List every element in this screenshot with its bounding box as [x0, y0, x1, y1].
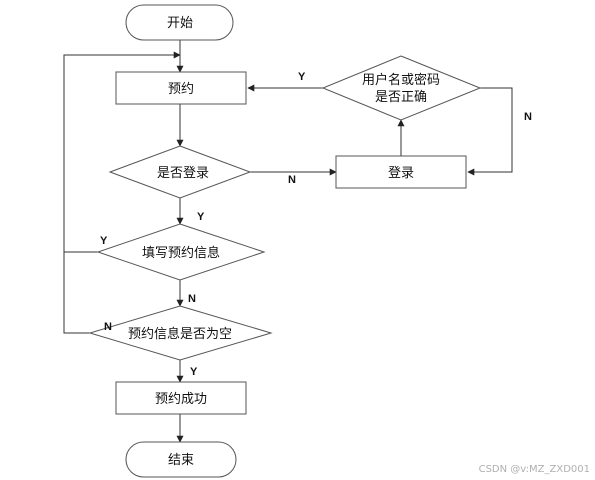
edge-empty-no-loop: [63, 51, 181, 334]
node-info-empty-label: 预约信息是否为空: [128, 326, 232, 342]
label-logged-in-no: N: [288, 174, 296, 186]
node-login: 登录: [335, 155, 467, 189]
label-credentials-no: N: [524, 111, 532, 123]
node-start-label: 开始: [167, 16, 193, 31]
node-fill-info: 填写预约信息: [96, 223, 266, 281]
label-fill-no: N: [188, 293, 196, 305]
node-fill-info-label: 填写预约信息: [142, 245, 220, 261]
node-is-logged-in: 是否登录: [108, 145, 252, 199]
node-end: 结束: [125, 441, 237, 478]
node-login-label: 登录: [388, 166, 414, 181]
label-logged-in-yes: Y: [197, 211, 205, 223]
connectors: [63, 40, 513, 443]
node-start: 开始: [125, 4, 234, 41]
node-info-empty: 预约信息是否为空: [88, 305, 273, 361]
node-reserve-label: 预约: [168, 82, 194, 97]
label-empty-yes: Y: [190, 366, 198, 378]
edge-credentials-no-to-login: [467, 87, 513, 176]
label-empty-no: N: [104, 321, 112, 333]
node-reserve: 预约: [115, 71, 247, 105]
node-success: 预约成功: [115, 381, 247, 415]
edge-labels: Y N N Y Y N N Y: [100, 71, 532, 378]
watermark: CSDN @v:MZ_ZXD001: [479, 464, 590, 475]
node-credentials-check-line1: 用户名或密码: [362, 72, 440, 88]
label-fill-yes: Y: [100, 235, 108, 247]
node-success-label: 预约成功: [155, 392, 207, 407]
node-is-logged-in-label: 是否登录: [157, 166, 209, 181]
label-credentials-yes: Y: [298, 71, 306, 83]
node-end-label: 结束: [168, 453, 194, 468]
node-credentials-check-line2: 是否正确: [375, 90, 427, 105]
node-credentials-check: 用户名或密码 是否正确: [321, 55, 482, 121]
